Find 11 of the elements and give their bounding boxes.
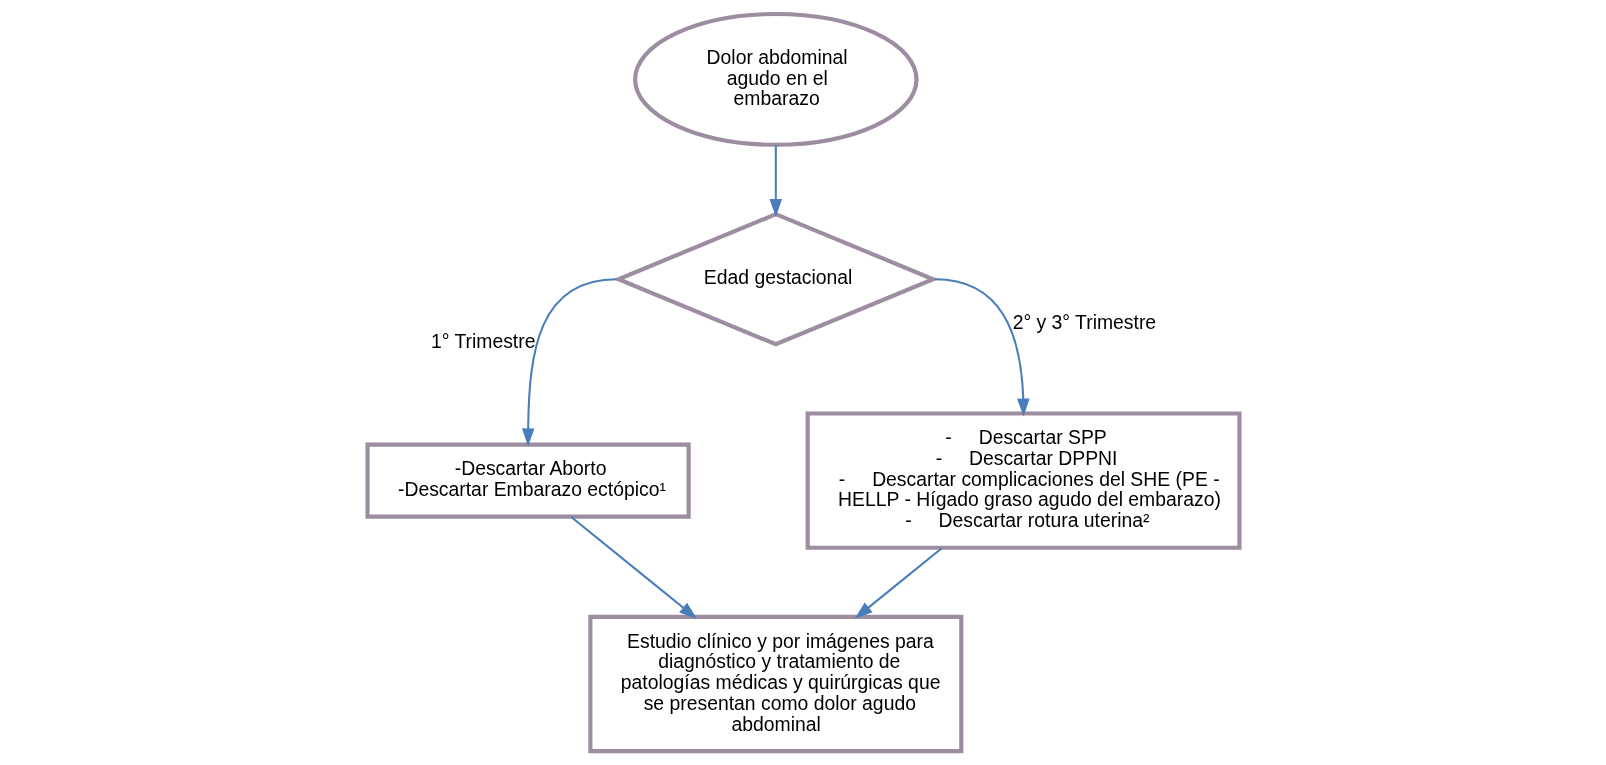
arrow xyxy=(570,516,697,619)
arrow xyxy=(521,278,617,447)
node-ellipse: Dolor abdominal agudo en el embarazo xyxy=(632,11,919,147)
node-box: -Descartar Aborto -Descartar Embarazo ectópico¹ xyxy=(364,442,691,519)
arrow xyxy=(854,547,942,619)
arrow xyxy=(769,145,782,217)
node-box: Estudio clínico y por imágenes para diagnóstico y tratamiento de patologías médicas y quirúrgicas que se presentan como dolor agudo abdominal xyxy=(587,614,963,754)
edge-label: 1° Trimestre xyxy=(430,329,535,352)
arrow xyxy=(934,278,1030,417)
node-box: - Descartar SPP - Descartar DPPNI - Descartar complicaciones del SHE (PE - HELLP - Hígado graso agudo del embarazo) - Descartar rotura uterina² xyxy=(805,411,1242,550)
edge-label: 2° y 3° Trimestre xyxy=(1012,311,1156,334)
